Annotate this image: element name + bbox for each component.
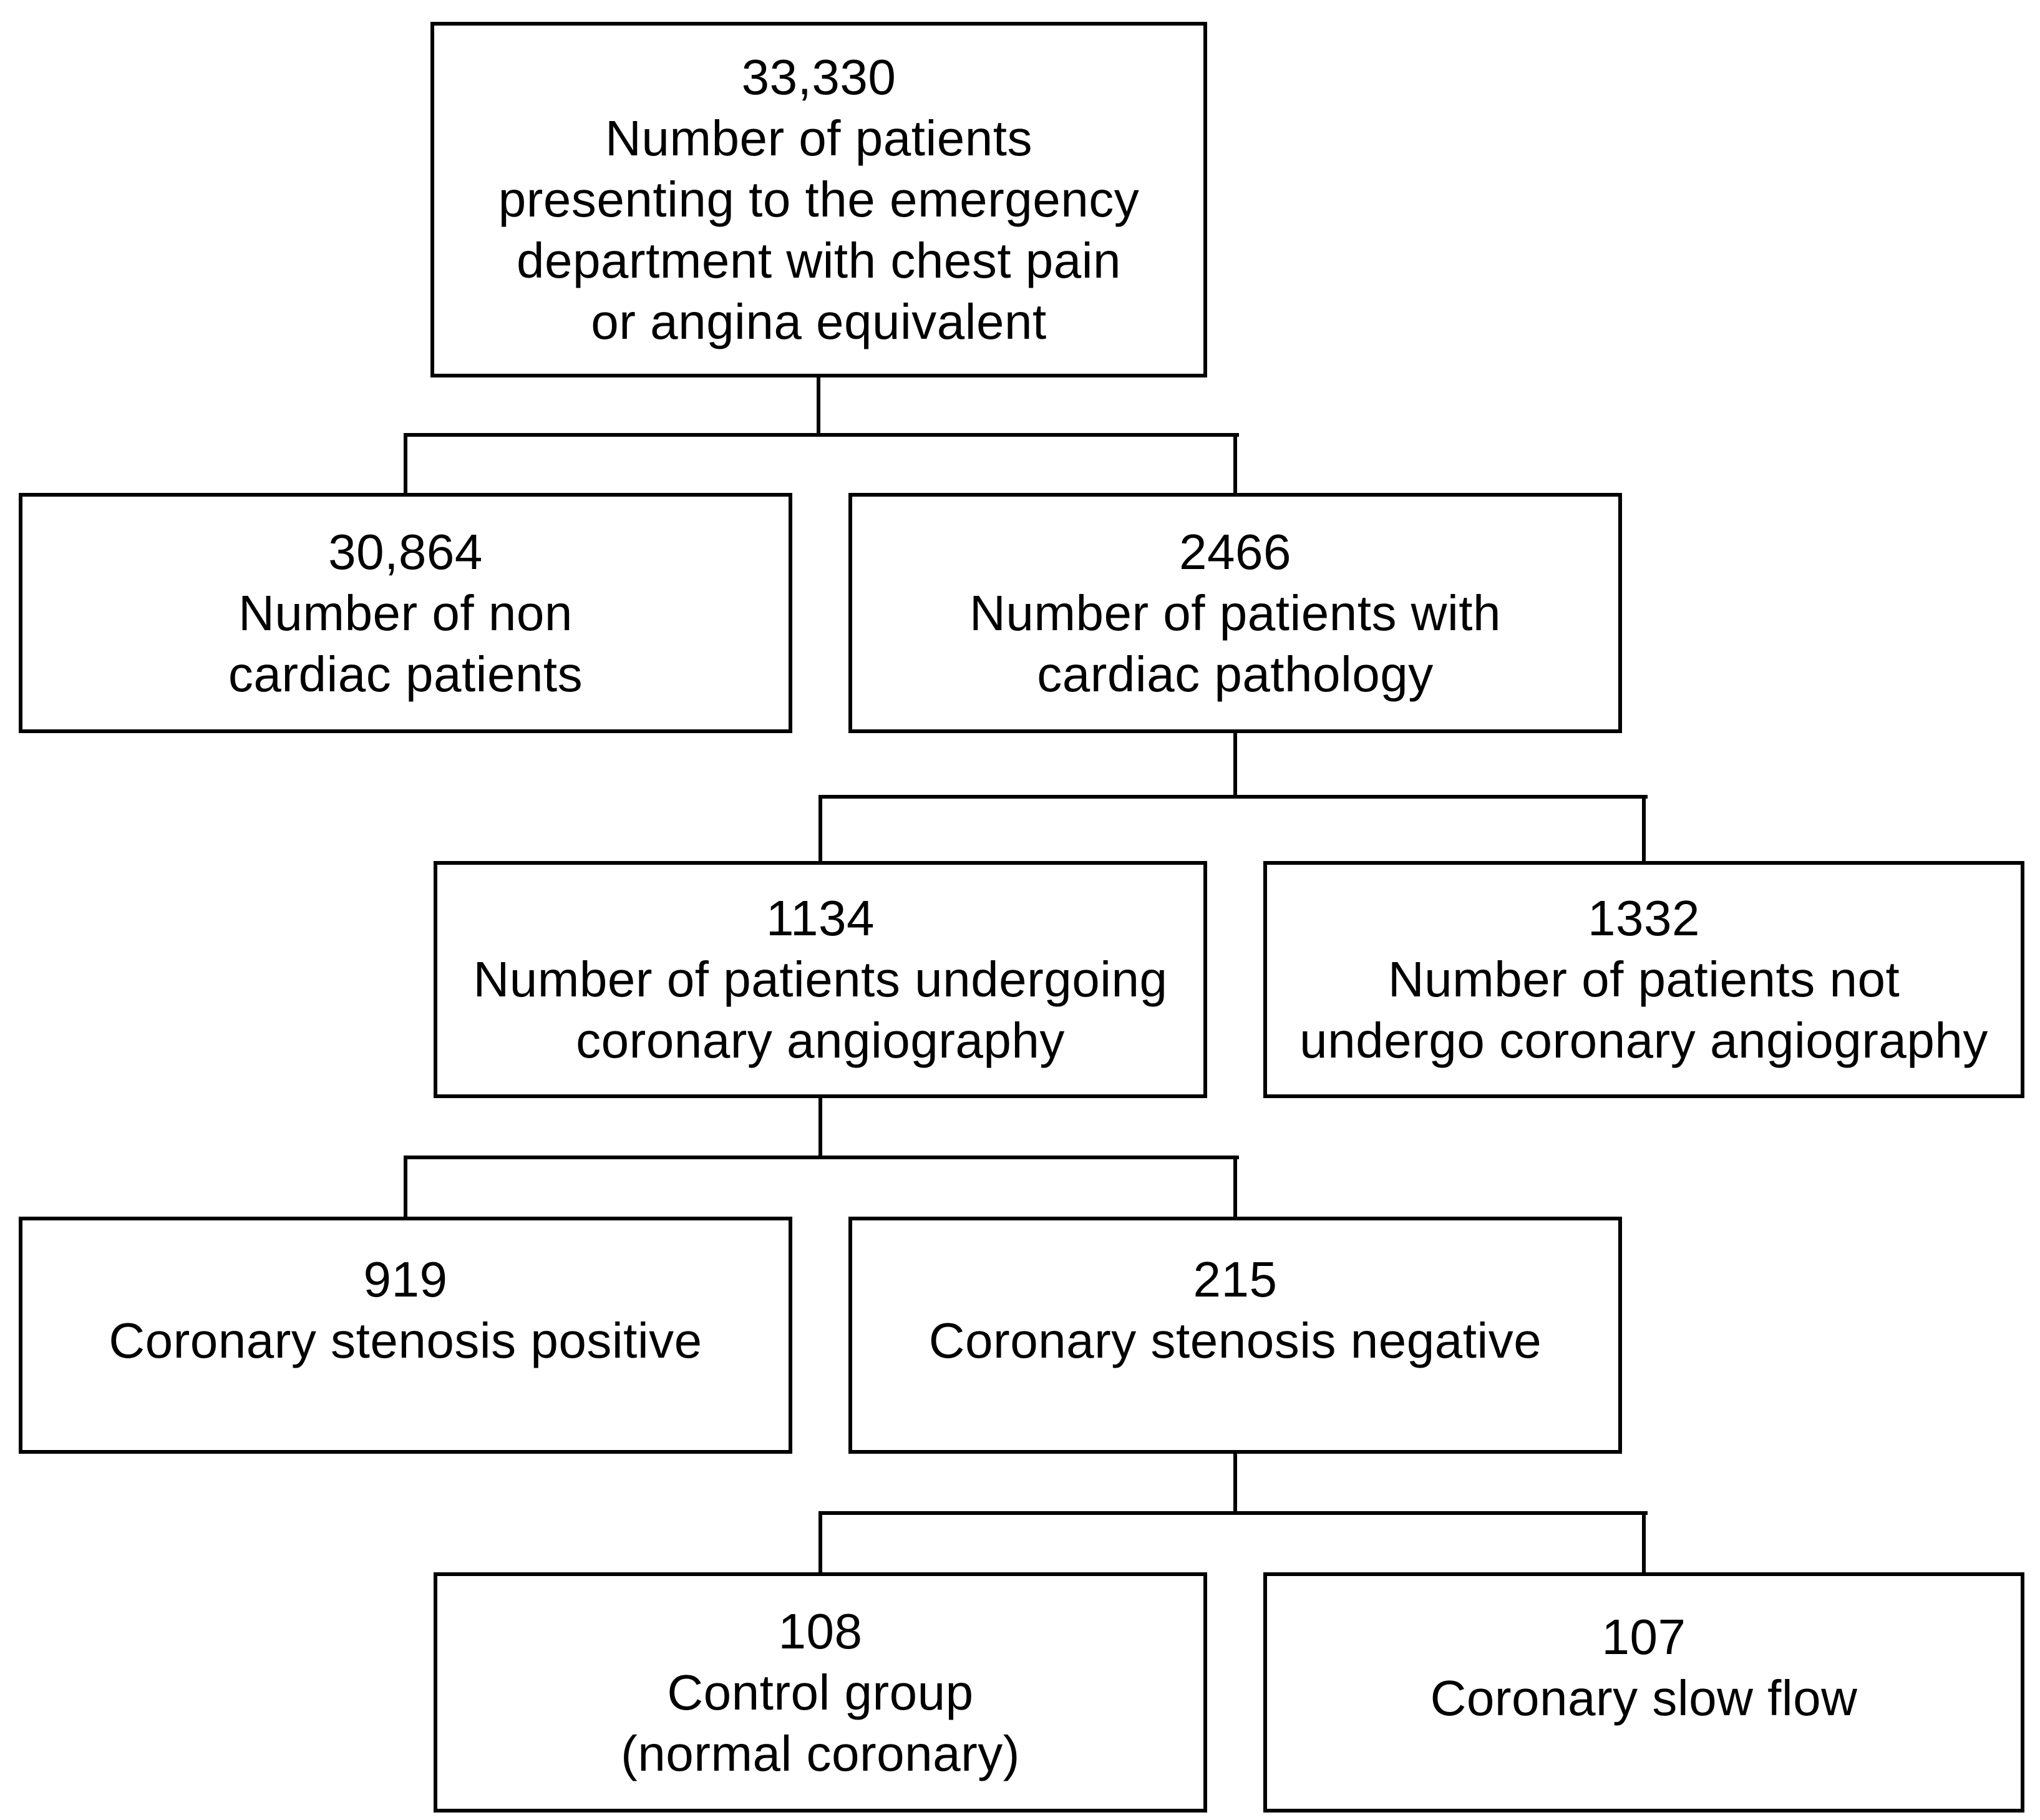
node-label-line: presenting to the emergency	[498, 172, 1140, 227]
node-count: 30,864	[328, 523, 483, 580]
node-count: 1134	[765, 890, 875, 946]
flow-node-ed-presentation: 33,330 Number of patients presenting to …	[430, 22, 1207, 377]
node-label-line: (normal coronary)	[621, 1725, 1020, 1781]
connector-drop-control-group	[818, 1511, 822, 1572]
node-label-line: Number of patients with	[969, 585, 1501, 641]
node-count: 33,330	[741, 49, 896, 105]
connector-cardiac-stem	[1233, 733, 1237, 797]
connector-row3-crossbar	[818, 795, 1648, 799]
connector-drop-non-cardiac	[404, 433, 407, 493]
node-label-line: cardiac pathology	[1037, 646, 1434, 702]
flow-node-no-coronary-angiography: 1332 Number of patients not undergo coro…	[1263, 861, 2024, 1098]
node-label-line: undergo coronary angiography	[1299, 1013, 1988, 1068]
node-label-line: Number of patients	[605, 110, 1032, 166]
node-label-line: Number of non	[238, 585, 573, 641]
flow-node-control-group: 108 Control group (normal coronary)	[434, 1572, 1207, 1813]
connector-row4-crossbar	[404, 1156, 1239, 1159]
node-count: 107	[1601, 1608, 1686, 1665]
connector-drop-no-angiography	[1642, 795, 1646, 861]
node-count: 1332	[1588, 890, 1700, 946]
flow-node-coronary-angiography: 1134 Number of patients undergoing coron…	[434, 861, 1207, 1098]
node-count: 108	[778, 1603, 863, 1659]
connector-drop-stenosis-negative	[1233, 1156, 1237, 1217]
node-label-line: Coronary stenosis positive	[109, 1313, 702, 1368]
node-count: 2466	[1179, 523, 1291, 580]
node-count: 215	[1193, 1252, 1278, 1307]
flow-node-non-cardiac: 30,864 Number of non cardiac patients	[19, 493, 792, 733]
node-label-line: department with chest pain	[516, 233, 1122, 288]
flow-node-stenosis-negative: 215 Coronary stenosis negative	[848, 1217, 1622, 1454]
connector-drop-slow-flow	[1642, 1511, 1646, 1572]
node-label-line: Control group	[667, 1664, 974, 1720]
node-count: 919	[363, 1252, 448, 1307]
flow-node-coronary-slow-flow: 107 Coronary slow flow	[1263, 1572, 2024, 1813]
node-label-line: Number of patients undergoing	[473, 951, 1168, 1007]
node-label-line: or angina equivalent	[591, 294, 1047, 349]
connector-row2-crossbar	[404, 433, 1239, 437]
flow-node-cardiac-pathology: 2466 Number of patients with cardiac pat…	[848, 493, 1622, 733]
node-label-line: Number of patients not	[1387, 951, 1900, 1007]
connector-row5-crossbar	[818, 1511, 1648, 1515]
connector-drop-cardiac	[1233, 433, 1237, 493]
flow-node-stenosis-positive: 919 Coronary stenosis positive	[19, 1217, 792, 1454]
connector-stenosis-negative-stem	[1233, 1454, 1237, 1513]
node-label-line: cardiac patients	[228, 646, 583, 702]
connector-ed-stem	[817, 377, 820, 437]
connector-drop-stenosis-positive	[404, 1156, 407, 1217]
node-label-line: coronary angiography	[576, 1013, 1065, 1068]
connector-angiography-stem	[818, 1098, 822, 1157]
node-label-line: Coronary stenosis negative	[928, 1313, 1542, 1368]
node-label-line: Coronary slow flow	[1430, 1670, 1858, 1726]
connector-drop-angiography	[818, 795, 822, 861]
